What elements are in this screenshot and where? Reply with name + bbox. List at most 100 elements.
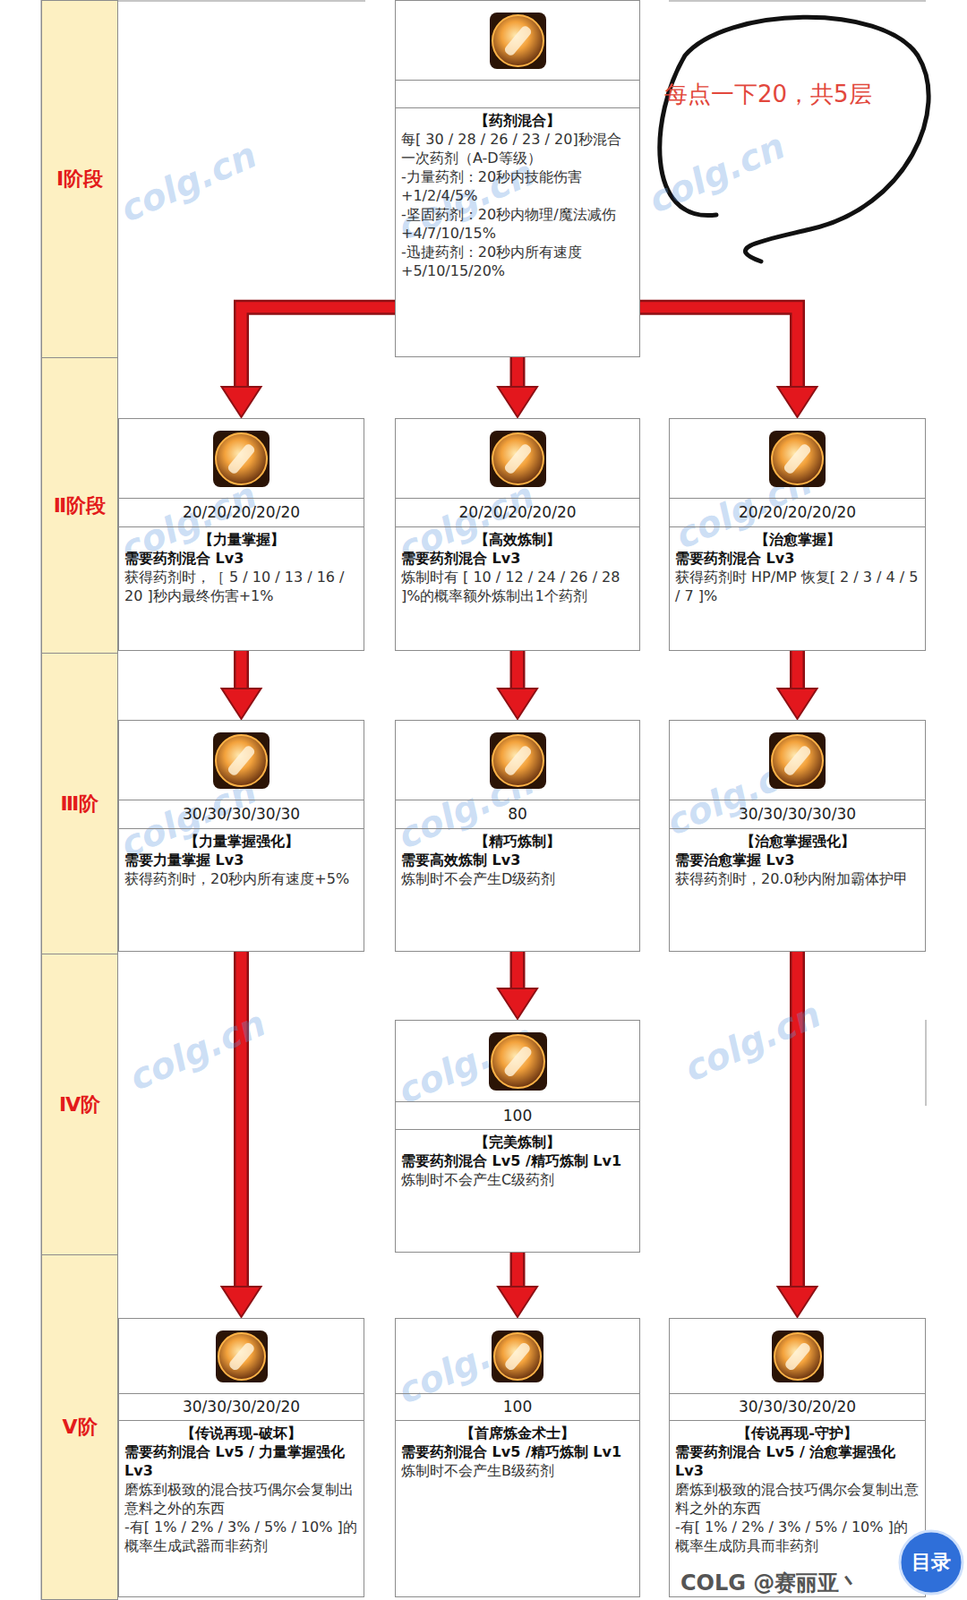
requirement: 需要药剂混合 Lv5 /精巧炼制 Lv1 [401, 1442, 634, 1462]
icon-frame [213, 430, 270, 488]
arrow-head [497, 386, 538, 418]
skill-box: 【药剂混合】每[ 30 / 28 / 26 / 23 / 20]秒混合一次药剂（… [394, 0, 641, 358]
skill-title: 【力量掌握强化】 [124, 831, 359, 851]
icon-frame [215, 1330, 268, 1383]
sp-cost: 100 [395, 1102, 640, 1130]
skill-title: 【精巧炼制】 [401, 831, 634, 851]
skill-icon [770, 1328, 826, 1385]
icon-disc [771, 735, 823, 787]
stage-label: Ⅳ阶 [59, 1091, 101, 1119]
flow-arrow [222, 650, 262, 719]
skill-box: 100【首席炼金术士】需要药剂混合 Lv5 /精巧炼制 Lv1炼制时不会产生B级… [394, 1317, 641, 1598]
cost-row: 20/20/20/20/20 [395, 498, 640, 528]
icon-row [669, 720, 925, 801]
grid-line [117, 0, 366, 2]
requirement: 需要治愈掌握 Lv3 [675, 850, 920, 870]
cost-row: 30/30/30/20/20 [119, 1394, 364, 1421]
skill-title: 【传说再现-破坏】 [124, 1423, 359, 1443]
cost-row: 100 [395, 1394, 640, 1421]
icon-frame [771, 1330, 824, 1383]
arrow-head [222, 688, 262, 719]
icon-row [395, 1318, 640, 1395]
skill-icon [211, 730, 272, 791]
skill-title: 【完美炼制】 [401, 1132, 634, 1152]
icon-vial [502, 24, 532, 57]
arrow-head [497, 688, 538, 719]
grid-line [668, 0, 926, 2]
description: -有[ 1% / 2% / 3% / 5% / 10% ]的概率生成防具而非药剂 [675, 1517, 920, 1556]
arrow-shaft [236, 650, 248, 689]
icon-frame [491, 1330, 544, 1383]
cost-row: 30/30/30/30/30 [119, 800, 364, 830]
stage-cell: Ⅰ阶段 [41, 0, 119, 359]
stage-cell: Ⅴ阶 [41, 1254, 119, 1600]
icon-disc [215, 433, 267, 485]
cost-row: 80 [395, 800, 640, 830]
description: -迅捷药剂：20秒内所有速度+5/10/15/20% [401, 242, 634, 281]
icon-disc [491, 1035, 545, 1088]
stage-label: Ⅲ阶 [60, 790, 100, 818]
icon-frame [489, 12, 547, 69]
description: 磨炼到极致的混合技巧偶尔会复制出意料之外的东西 [675, 1480, 920, 1518]
sp-cost: 30/30/30/30/30 [669, 800, 925, 829]
flow-arrow [778, 650, 818, 719]
skill-box: 20/20/20/20/20【力量掌握】需要药剂混合 Lv3获得药剂时，［ 5 … [118, 418, 365, 651]
stage-cell: Ⅳ阶 [41, 953, 119, 1256]
skill-box: 30/30/30/20/20【传说再现-守护】需要药剂混合 Lv5 / 治愈掌握… [668, 1317, 926, 1598]
arrow-head [778, 688, 818, 719]
description: -有[ 1% / 2% / 3% / 5% / 10% ]的概率生成武器而非药剂 [124, 1517, 359, 1556]
arrow-shaft-edge [510, 1252, 526, 1287]
arrow-shaft-edge [510, 357, 526, 387]
arrow-head [778, 1286, 818, 1318]
skill-box: 30/30/30/30/30【力量掌握强化】需要力量掌握 Lv3获得药剂时，20… [118, 719, 365, 952]
cost-row: 100 [395, 1102, 640, 1130]
skill-icon [487, 428, 548, 489]
icon-frame [489, 430, 547, 488]
skill-icon [213, 1328, 270, 1385]
description: 获得药剂时 HP/MP 恢复[ 2 / 3 / 4 / 5 / 7 ]% [675, 567, 920, 606]
arrow-shaft-edge [789, 650, 805, 689]
icon-disc [218, 1333, 266, 1380]
arrow-shaft [512, 1252, 523, 1287]
icon-row [395, 1020, 640, 1103]
description: 每[ 30 / 28 / 26 / 23 / 20]秒混合一次药剂（A-D等级） [401, 129, 634, 168]
icon-frame [769, 430, 826, 488]
requirement: 需要药剂混合 Lv3 [124, 548, 359, 568]
skill-title: 【治愈掌握强化】 [675, 831, 920, 851]
icon-disc [774, 1333, 822, 1380]
icon-row [395, 720, 640, 801]
requirement: 需要高效炼制 Lv3 [401, 850, 634, 870]
skill-title: 【传说再现-守护】 [675, 1423, 920, 1443]
icon-row [119, 720, 364, 801]
hand-drawn-loop [659, 17, 929, 262]
flow-arrow [640, 307, 818, 418]
watermark: colg.cn [642, 124, 792, 221]
icon-vial [783, 1341, 813, 1372]
skill-box: 100【完美炼制】需要药剂混合 Lv5 /精巧炼制 Lv1炼制时不会产生C级药剂 [394, 1019, 641, 1253]
arrow-head [497, 1286, 538, 1318]
flow-arrow [497, 650, 538, 719]
icon-disc [771, 433, 823, 485]
description: 炼制时不会产生C级药剂 [401, 1170, 634, 1190]
skill-icon [767, 428, 828, 489]
grid-line [925, 1019, 927, 1106]
sp-cost: 80 [395, 800, 640, 829]
cost-row: 30/30/30/20/20 [669, 1394, 925, 1421]
skill-title: 【治愈掌握】 [675, 530, 920, 549]
skill-box: 20/20/20/20/20【高效炼制】需要药剂混合 Lv3炼制时有 [ 10 … [394, 418, 641, 651]
icon-row [669, 419, 925, 499]
sp-cost: 30/30/30/20/20 [119, 1394, 364, 1421]
icon-disc [492, 735, 544, 787]
icon-disc [492, 15, 544, 67]
arrow-shaft [640, 307, 798, 387]
description: 炼制时有 [ 10 / 12 / 24 / 26 / 28 ]%的概率额外炼制出… [401, 567, 634, 606]
watermark: colg.cn [123, 1001, 273, 1098]
sp-cost: 20/20/20/20/20 [669, 498, 925, 527]
skill-box: 30/30/30/30/30【治愈掌握强化】需要治愈掌握 Lv3获得药剂时，20… [668, 719, 926, 952]
cost-row: 30/30/30/30/30 [669, 800, 925, 830]
requirement: 需要药剂混合 Lv3 [675, 548, 920, 568]
icon-vial [782, 744, 813, 777]
description: 炼制时不会产生B级药剂 [401, 1461, 634, 1481]
